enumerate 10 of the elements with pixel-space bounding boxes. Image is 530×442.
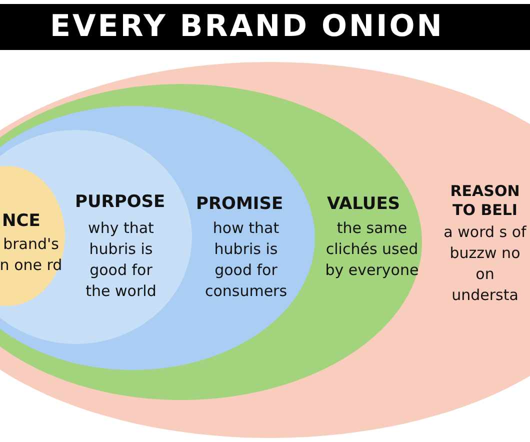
layer-heading: PURPOSE	[75, 193, 166, 212]
layer-description: the same clichés used by everyone	[324, 218, 420, 281]
layer-heading: NCE	[2, 212, 40, 231]
layer-description: a word s of buzzw no on understa	[442, 222, 528, 306]
layer-description: how that hubris is good for consumers	[204, 218, 288, 302]
title-banner: EVERY BRAND ONION	[0, 4, 530, 50]
layer-heading: PROMISE	[196, 195, 284, 214]
layer-description: brand's n one rd	[0, 234, 64, 276]
layer-heading: VALUES	[327, 195, 400, 214]
layer-description: why that hubris is good for the world	[84, 218, 158, 302]
